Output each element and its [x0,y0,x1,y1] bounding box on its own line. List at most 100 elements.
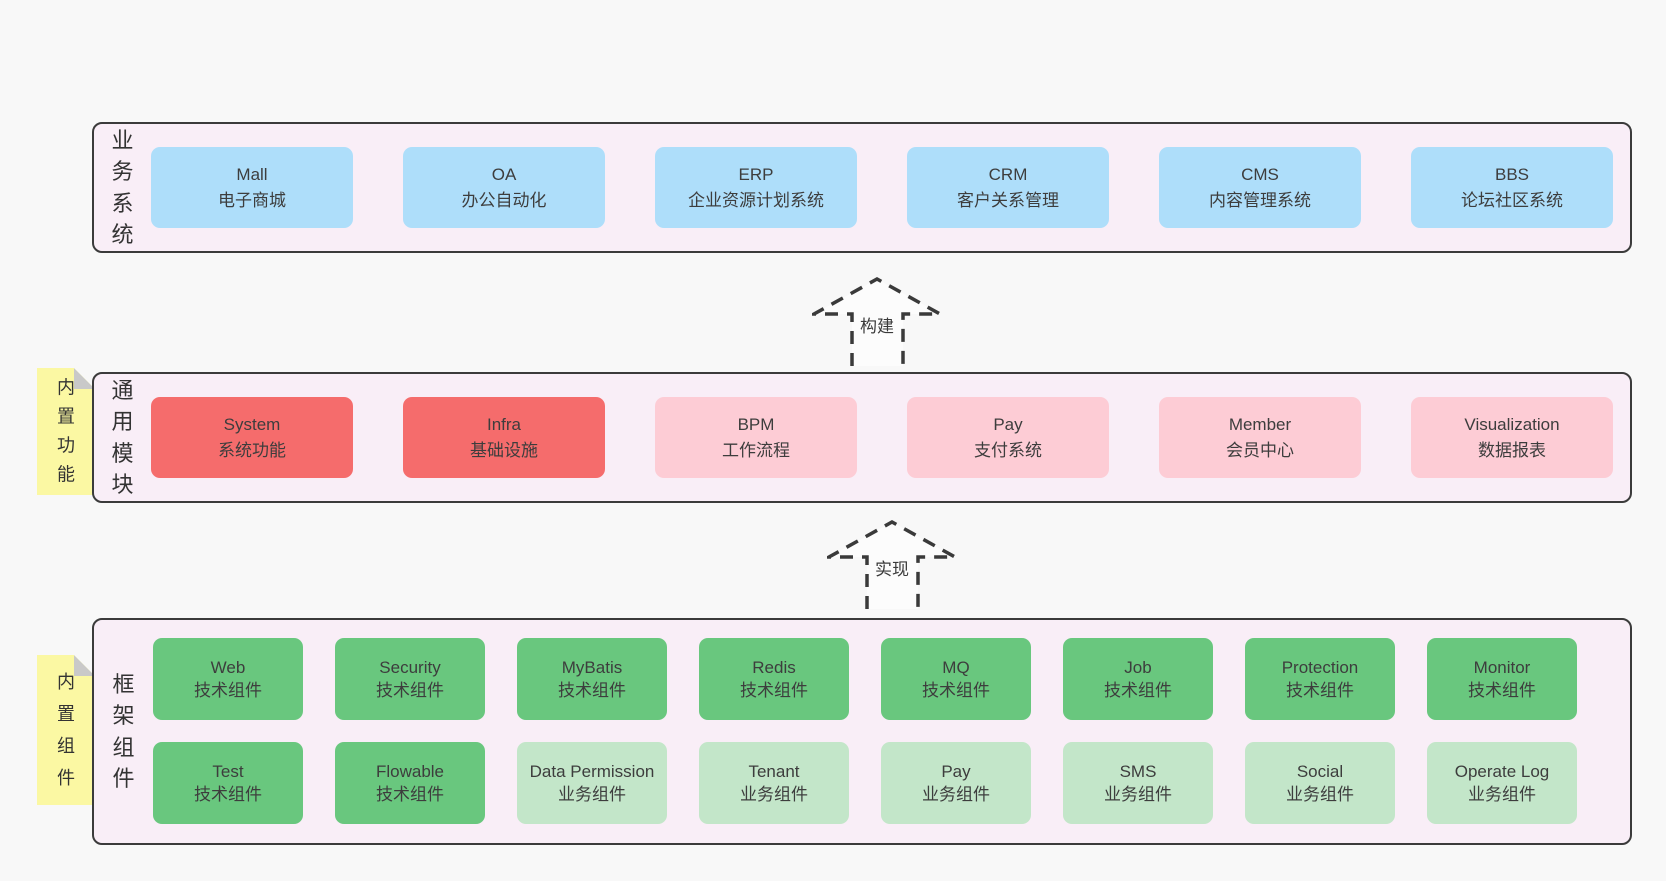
module-box-subtitle: 工作流程 [722,440,790,460]
module-box-title: SMS [1119,761,1157,781]
module-box-subtitle: 内容管理系统 [1209,190,1311,210]
module-box-infra: Infra 基础设施 [403,397,605,478]
module-box-title: Flowable [375,761,445,781]
build-arrow: 构建 [812,276,942,368]
module-box-subtitle: 论坛社区系统 [1461,190,1563,210]
module-box-title: System [223,415,281,434]
module-box-subtitle: 技术组件 [376,681,444,700]
builtin-components-tab-label: 内置组件 [57,671,75,789]
layer-label-text: 业务系统 [111,128,134,247]
module-box-title: Protection [1281,657,1359,677]
module-box-title: Monitor [1473,657,1531,677]
module-box-title: Social [1296,761,1344,781]
module-box-subtitle: 系统功能 [218,440,286,460]
module-box-social: Social 业务组件 [1245,742,1395,824]
layer-label-common-modules: 通用模块 [94,374,151,501]
module-box-subtitle: 技术组件 [194,785,262,804]
module-box-subtitle: 技术组件 [558,681,626,700]
module-box-title: OA [491,165,517,184]
module-box-subtitle: 技术组件 [376,785,444,804]
builtin-features-tab: 内置功能 [37,368,95,495]
module-box-title: Member [1228,415,1292,434]
module-box-subtitle: 技术组件 [1468,681,1536,700]
module-box-title: Infra [486,415,522,434]
module-box-mybatis: MyBatis 技术组件 [517,638,667,720]
module-box-title: Test [212,761,244,781]
module-box-subtitle: 基础设施 [470,440,538,460]
module-box-pay: Pay 支付系统 [907,397,1109,478]
module-box-subtitle: 业务组件 [740,785,808,804]
module-box-subtitle: 业务组件 [922,785,990,804]
layer-label-text: 框架组件 [112,672,135,791]
module-box-subtitle: 技术组件 [922,681,990,700]
module-box-title: Security [379,657,441,677]
module-box-title: Mall [236,165,268,184]
module-box-mall: Mall 电子商城 [151,147,353,228]
module-box-subtitle: 技术组件 [194,681,262,700]
module-box-pay: Pay 业务组件 [881,742,1031,824]
module-box-flowable: Flowable 技术组件 [335,742,485,824]
module-box-title: BPM [737,415,775,434]
business-systems-boxes: Mall 电子商城 OA 办公自动化 ERP 企业资源计划系统 CRM 客户关系管理 CMS 内容… [151,124,1630,251]
module-box-data-permission: Data Permission 业务组件 [517,742,667,824]
module-box-subtitle: 客户关系管理 [957,190,1059,210]
module-box-web: Web 技术组件 [153,638,303,720]
module-box-subtitle: 技术组件 [1104,681,1172,700]
module-box-security: Security 技术组件 [335,638,485,720]
module-box-subtitle: 业务组件 [1286,785,1354,804]
module-box-system: System 系统功能 [151,397,353,478]
module-box-monitor: Monitor 技术组件 [1427,638,1577,720]
module-box-job: Job 技术组件 [1063,638,1213,720]
module-box-title: Pay [941,761,971,781]
module-box-bpm: BPM 工作流程 [655,397,857,478]
module-box-title: Web [210,657,246,677]
module-box-mq: MQ 技术组件 [881,638,1031,720]
module-box-subtitle: 业务组件 [1104,785,1172,804]
module-box-subtitle: 办公自动化 [461,190,547,210]
module-box-title: BBS [1494,165,1530,184]
module-box-erp: ERP 企业资源计划系统 [655,147,857,228]
common-modules-boxes: System 系统功能 Infra 基础设施 BPM 工作流程 Pay 支付系统 Member 会… [151,374,1630,501]
module-box-subtitle: 业务组件 [1468,785,1536,804]
implement-arrow: 实现 [827,519,957,611]
module-box-subtitle: 电子商城 [218,190,286,210]
module-box-cms: CMS 内容管理系统 [1159,147,1361,228]
module-box-title: Tenant [748,761,800,781]
module-box-title: MyBatis [561,657,623,677]
layer-label-text: 通用模块 [111,378,134,497]
builtin-components-tab: 内置组件 [37,655,95,805]
module-box-title: Job [1124,657,1152,677]
builtin-features-tab-label: 内置功能 [57,377,75,485]
module-box-title: Pay [993,415,1023,434]
module-box-member: Member 会员中心 [1159,397,1361,478]
layer-business-systems: 业务系统 Mall 电子商城 OA 办公自动化 ERP 企业资源计划系统 CRM 客户关系管理… [92,122,1632,253]
module-box-title: ERP [738,165,774,184]
module-box-subtitle: 会员中心 [1226,440,1294,460]
module-box-title: Redis [752,657,796,677]
module-box-operate-log: Operate Log 业务组件 [1427,742,1577,824]
build-arrow-label: 构建 [856,312,898,337]
module-box-title: CMS [1241,165,1279,184]
module-box-subtitle: 企业资源计划系统 [688,190,824,210]
implement-arrow-label: 实现 [871,555,913,580]
module-box-subtitle: 技术组件 [740,681,808,700]
module-box-title: Data Permission [529,761,655,781]
module-box-title: Operate Log [1454,761,1550,781]
layer-common-modules: 通用模块 System 系统功能 Infra 基础设施 BPM 工作流程 Pay 支付系统 Me… [92,372,1632,503]
module-box-crm: CRM 客户关系管理 [907,147,1109,228]
module-box-oa: OA 办公自动化 [403,147,605,228]
module-box-title: CRM [988,165,1028,184]
module-box-redis: Redis 技术组件 [699,638,849,720]
layer-label-business-systems: 业务系统 [94,124,151,251]
module-box-subtitle: 支付系统 [974,440,1042,460]
module-box-title: MQ [942,657,970,677]
module-box-subtitle: 数据报表 [1478,440,1546,460]
module-box-subtitle: 业务组件 [558,785,626,804]
module-box-tenant: Tenant 业务组件 [699,742,849,824]
module-box-test: Test 技术组件 [153,742,303,824]
